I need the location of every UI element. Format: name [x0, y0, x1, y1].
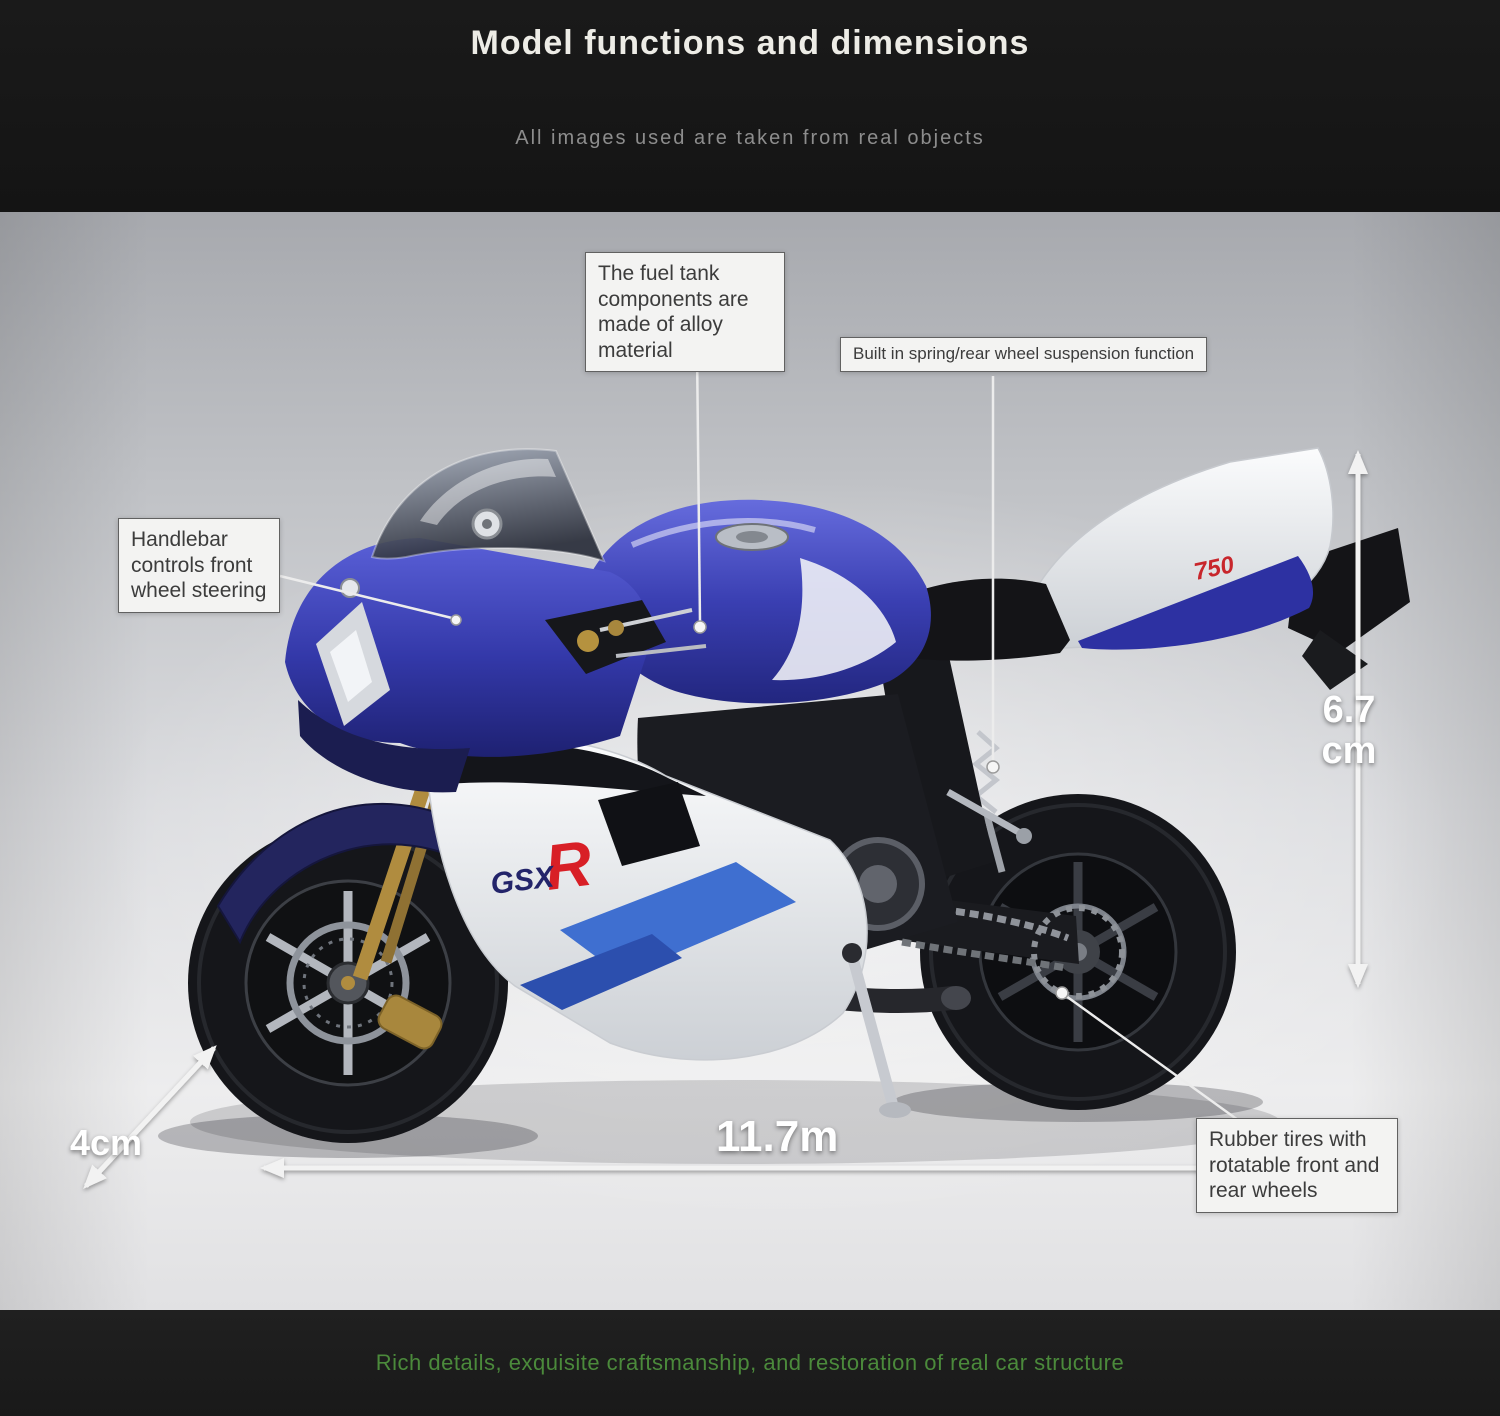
tires-connector	[1065, 994, 1239, 1122]
width-dimension-arrow	[83, 1045, 217, 1189]
side-fairing: R GSX	[424, 735, 868, 1061]
dimension-arrows	[83, 450, 1368, 1189]
length-dimension-label: 11.7m	[716, 1112, 839, 1161]
callout-handlebar: Handlebar controls front wheel steering	[118, 518, 280, 613]
fuel-tank-connector	[695, 349, 702, 623]
footer-text: Rich details, exquisite craftsmanship, a…	[375, 1350, 1125, 1375]
kickstand	[842, 943, 911, 1118]
brake-caliper	[377, 994, 443, 1050]
height-dimension-label: 6.7 cm	[1321, 689, 1377, 773]
header-band: Model functions and dimensions All image…	[0, 0, 1500, 212]
front-fender	[216, 803, 470, 945]
windscreen	[370, 448, 606, 563]
callout-suspension: Built in spring/rear wheel suspension fu…	[840, 337, 1208, 372]
header-subtitle: All images used are taken from real obje…	[515, 127, 985, 149]
callout-connectors	[279, 349, 1239, 1122]
callout-tires: Rubber tires with rotatable front and re…	[1196, 1118, 1398, 1213]
front-wheel	[188, 823, 508, 1143]
handlebar	[545, 600, 707, 674]
callout-fuel-tank: The fuel tank components are made of all…	[585, 252, 785, 373]
fairing-decal-gsx: GSX	[489, 860, 558, 901]
tail-section: 750	[1029, 447, 1410, 690]
connector-dots	[450, 614, 1069, 1000]
width-dimension-label: 4cm	[70, 1122, 143, 1163]
front-fairing	[285, 538, 650, 793]
fairing-decal-r: R	[541, 827, 596, 904]
fuel-tank	[585, 499, 931, 704]
footer-band: Rich details, exquisite craftsmanship, a…	[0, 1310, 1500, 1416]
handlebar-connector	[279, 574, 453, 620]
page-title: Model functions and dimensions	[470, 24, 1030, 62]
